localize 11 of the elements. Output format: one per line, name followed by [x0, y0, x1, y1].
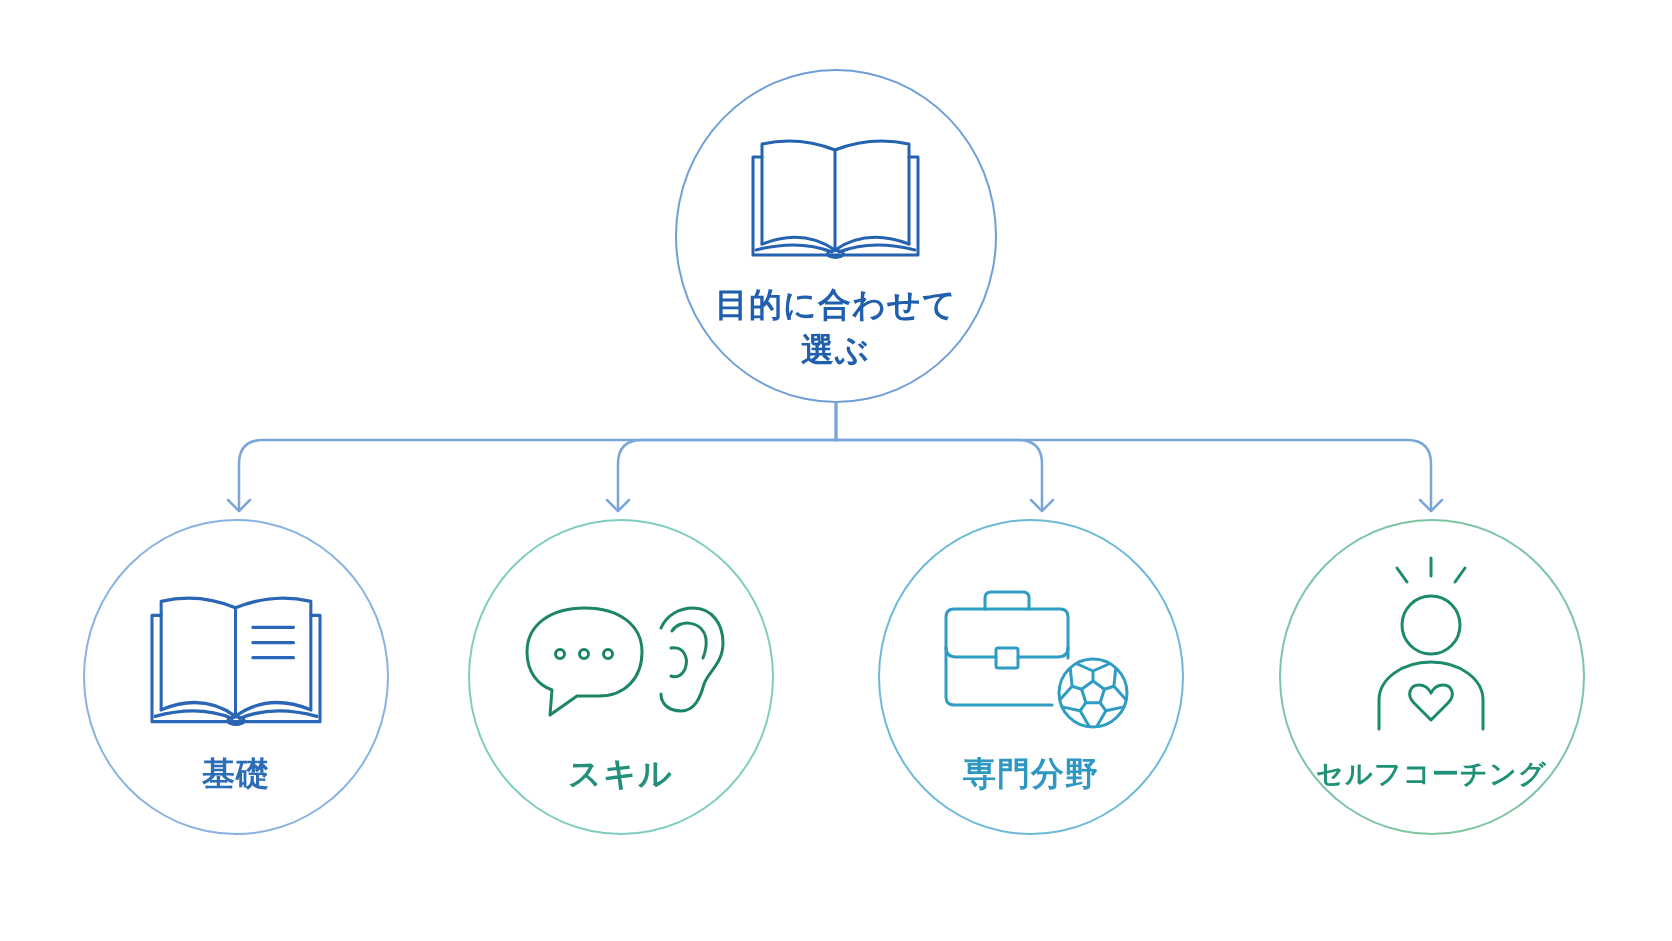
category-label: スキル	[567, 753, 674, 794]
circle-node	[878, 519, 1184, 835]
category-label: 基礎	[200, 753, 271, 794]
category-label: 専門分野	[961, 753, 1100, 794]
circle-node	[83, 519, 389, 835]
circle-node	[1279, 519, 1585, 835]
connector-arrow	[834, 403, 1444, 513]
title-text: 目的に合わせて選ぶ	[713, 283, 958, 371]
circle-node	[675, 69, 997, 403]
category-label: セルフコーチング	[1315, 756, 1548, 791]
circle-node	[468, 519, 774, 835]
